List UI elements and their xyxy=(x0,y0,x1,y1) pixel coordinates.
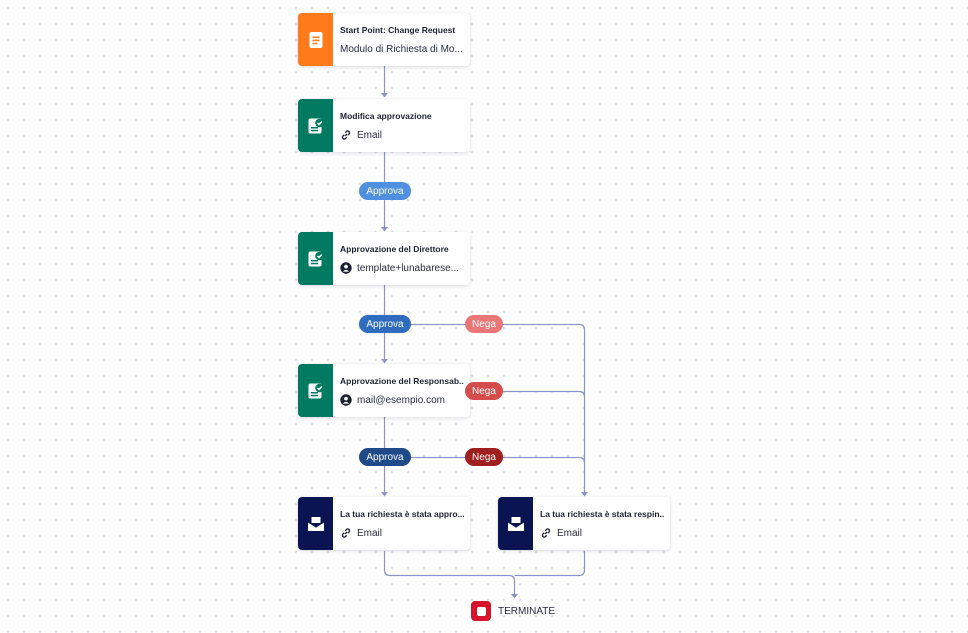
branch-label-approva[interactable]: Approva xyxy=(359,182,411,200)
node-subtitle: template+lunabarese... xyxy=(357,262,460,274)
node-title: Start Point: Change Request xyxy=(340,25,456,35)
node-subtitle-row: mail@esempio.com xyxy=(340,393,464,407)
node-approvazione-responsabile[interactable]: Approvazione del Responsab... mail@esemp… xyxy=(298,364,470,417)
connector-respinta-terminate xyxy=(514,551,586,577)
link-icon xyxy=(341,528,351,538)
node-subtitle-row: Email xyxy=(540,526,664,540)
user-icon xyxy=(340,262,352,274)
link-icon xyxy=(541,528,551,538)
stop-icon xyxy=(471,601,491,621)
node-email-respinta[interactable]: La tua richiesta è stata respin... Email xyxy=(498,497,670,550)
email-icon xyxy=(498,497,533,550)
node-email-approvata[interactable]: La tua richiesta è stata appro... Email xyxy=(298,497,470,550)
terminate-label: TERMINATE xyxy=(498,605,556,617)
node-subtitle-row: template+lunabarese... xyxy=(340,261,464,275)
node-subtitle-row: Email xyxy=(340,128,464,142)
email-icon xyxy=(298,497,333,550)
node-subtitle: mail@esempio.com xyxy=(357,394,445,406)
node-title: Modifica approvazione xyxy=(340,111,432,121)
connector-direttore-nega xyxy=(384,323,586,492)
arrowhead xyxy=(581,492,588,497)
node-subtitle-row: Email xyxy=(340,526,464,540)
node-title: La tua richiesta è stata appro... xyxy=(340,509,464,519)
form-icon xyxy=(298,13,333,66)
approval-icon xyxy=(298,99,333,152)
arrowhead xyxy=(381,359,388,364)
node-title: La tua richiesta è stata respin... xyxy=(540,509,664,519)
connector-approvata-terminate xyxy=(383,551,516,594)
arrowhead xyxy=(381,492,388,497)
branch-label-nega[interactable]: Nega xyxy=(465,315,503,333)
node-subtitle: Email xyxy=(557,527,583,539)
branch-label-approva[interactable]: Approva xyxy=(359,315,411,333)
connector-responsabile-nega-final xyxy=(384,456,586,464)
approval-icon xyxy=(298,364,333,417)
node-start-point[interactable]: Start Point: Change Request Modulo di Ri… xyxy=(298,13,470,66)
node-subtitle: Email xyxy=(357,129,383,141)
branch-label-approva[interactable]: Approva xyxy=(359,448,411,466)
node-modifica-approvazione[interactable]: Modifica approvazione Email xyxy=(298,99,470,152)
link-icon xyxy=(341,130,351,140)
approval-icon xyxy=(298,232,333,285)
branch-label-nega[interactable]: Nega xyxy=(465,448,503,466)
node-subtitle: Email xyxy=(357,527,383,539)
node-subtitle-row: Modulo di Richiesta di Mo... xyxy=(340,42,464,56)
node-subtitle: Modulo di Richiesta di Mo... xyxy=(340,43,463,55)
node-title: Approvazione del Responsab... xyxy=(340,376,464,386)
branch-label-nega[interactable]: Nega xyxy=(465,382,503,400)
arrowhead xyxy=(381,227,388,232)
arrowhead xyxy=(511,594,518,599)
connector-responsabile-nega xyxy=(470,390,586,398)
node-title: Approvazione del Direttore xyxy=(340,244,449,254)
user-icon xyxy=(340,394,352,406)
terminate-node[interactable]: TERMINATE xyxy=(471,600,555,622)
arrowhead xyxy=(381,93,388,98)
node-approvazione-direttore[interactable]: Approvazione del Direttore template+luna… xyxy=(298,232,470,285)
